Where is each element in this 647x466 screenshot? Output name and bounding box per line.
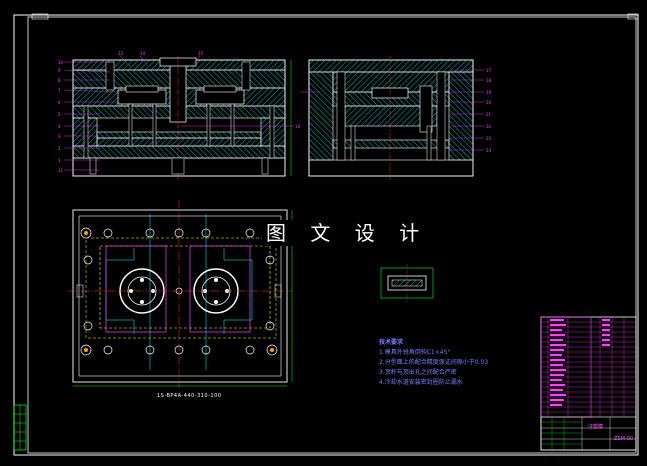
- svg-text:22: 22: [486, 124, 492, 129]
- svg-text:4: 4: [58, 124, 61, 129]
- side-section-view: 17 18 19 20 21 22 23 24: [300, 56, 492, 180]
- watermark-text: 图 文 设 计: [262, 220, 433, 246]
- svg-text:3: 3: [58, 134, 61, 139]
- title-block-name: 注塑模: [588, 424, 604, 430]
- svg-text:17: 17: [486, 68, 492, 73]
- svg-text:2: 2: [58, 146, 61, 151]
- outer-frame: [13, 14, 639, 456]
- svg-text:20: 20: [486, 100, 492, 105]
- part-detail-view: [380, 264, 434, 302]
- svg-text:1: 1: [58, 158, 61, 163]
- svg-text:11: 11: [58, 168, 64, 173]
- svg-text:6: 6: [58, 100, 61, 105]
- tech-requirements-title: 技术要求: [379, 339, 404, 346]
- svg-text:14: 14: [140, 51, 146, 56]
- svg-text:24: 24: [486, 148, 492, 153]
- svg-text:15: 15: [198, 51, 204, 56]
- tech-requirement-item: 1.模具外锐角倒钝C1×45°: [379, 349, 451, 356]
- svg-text:18: 18: [486, 78, 492, 83]
- svg-text:10: 10: [58, 60, 64, 65]
- svg-text:7: 7: [58, 88, 61, 93]
- svg-text:5: 5: [58, 112, 61, 117]
- tech-requirement-item: 2.分型面上的配合精度保证间隙小于0.03: [379, 359, 489, 366]
- technical-requirements: 技术要求 1.模具外锐角倒钝C1×45° 2.分型面上的配合精度保证间隙小于0.…: [379, 338, 488, 388]
- tech-requirement-item: 3.顶杆与顶出孔之间配合严密: [379, 369, 457, 376]
- svg-text:13: 13: [118, 51, 124, 56]
- plan-view-dimension-label: 1S-BP4A-440-310-100: [157, 393, 222, 399]
- svg-text:19: 19: [486, 90, 492, 95]
- inner-frame: [27, 16, 637, 454]
- title-block-code: ZSM-00: [614, 436, 634, 442]
- tech-requirement-item: 4.冷却水道安装密封圈防止漏水: [379, 379, 463, 386]
- svg-text:23: 23: [486, 136, 492, 141]
- svg-text:21: 21: [486, 112, 492, 117]
- svg-text:16: 16: [295, 124, 301, 129]
- svg-text:9: 9: [58, 68, 61, 73]
- left-revision-strip: [13, 404, 27, 451]
- svg-text:8: 8: [58, 78, 61, 83]
- title-block: [540, 316, 637, 451]
- plan-view: [68, 200, 293, 388]
